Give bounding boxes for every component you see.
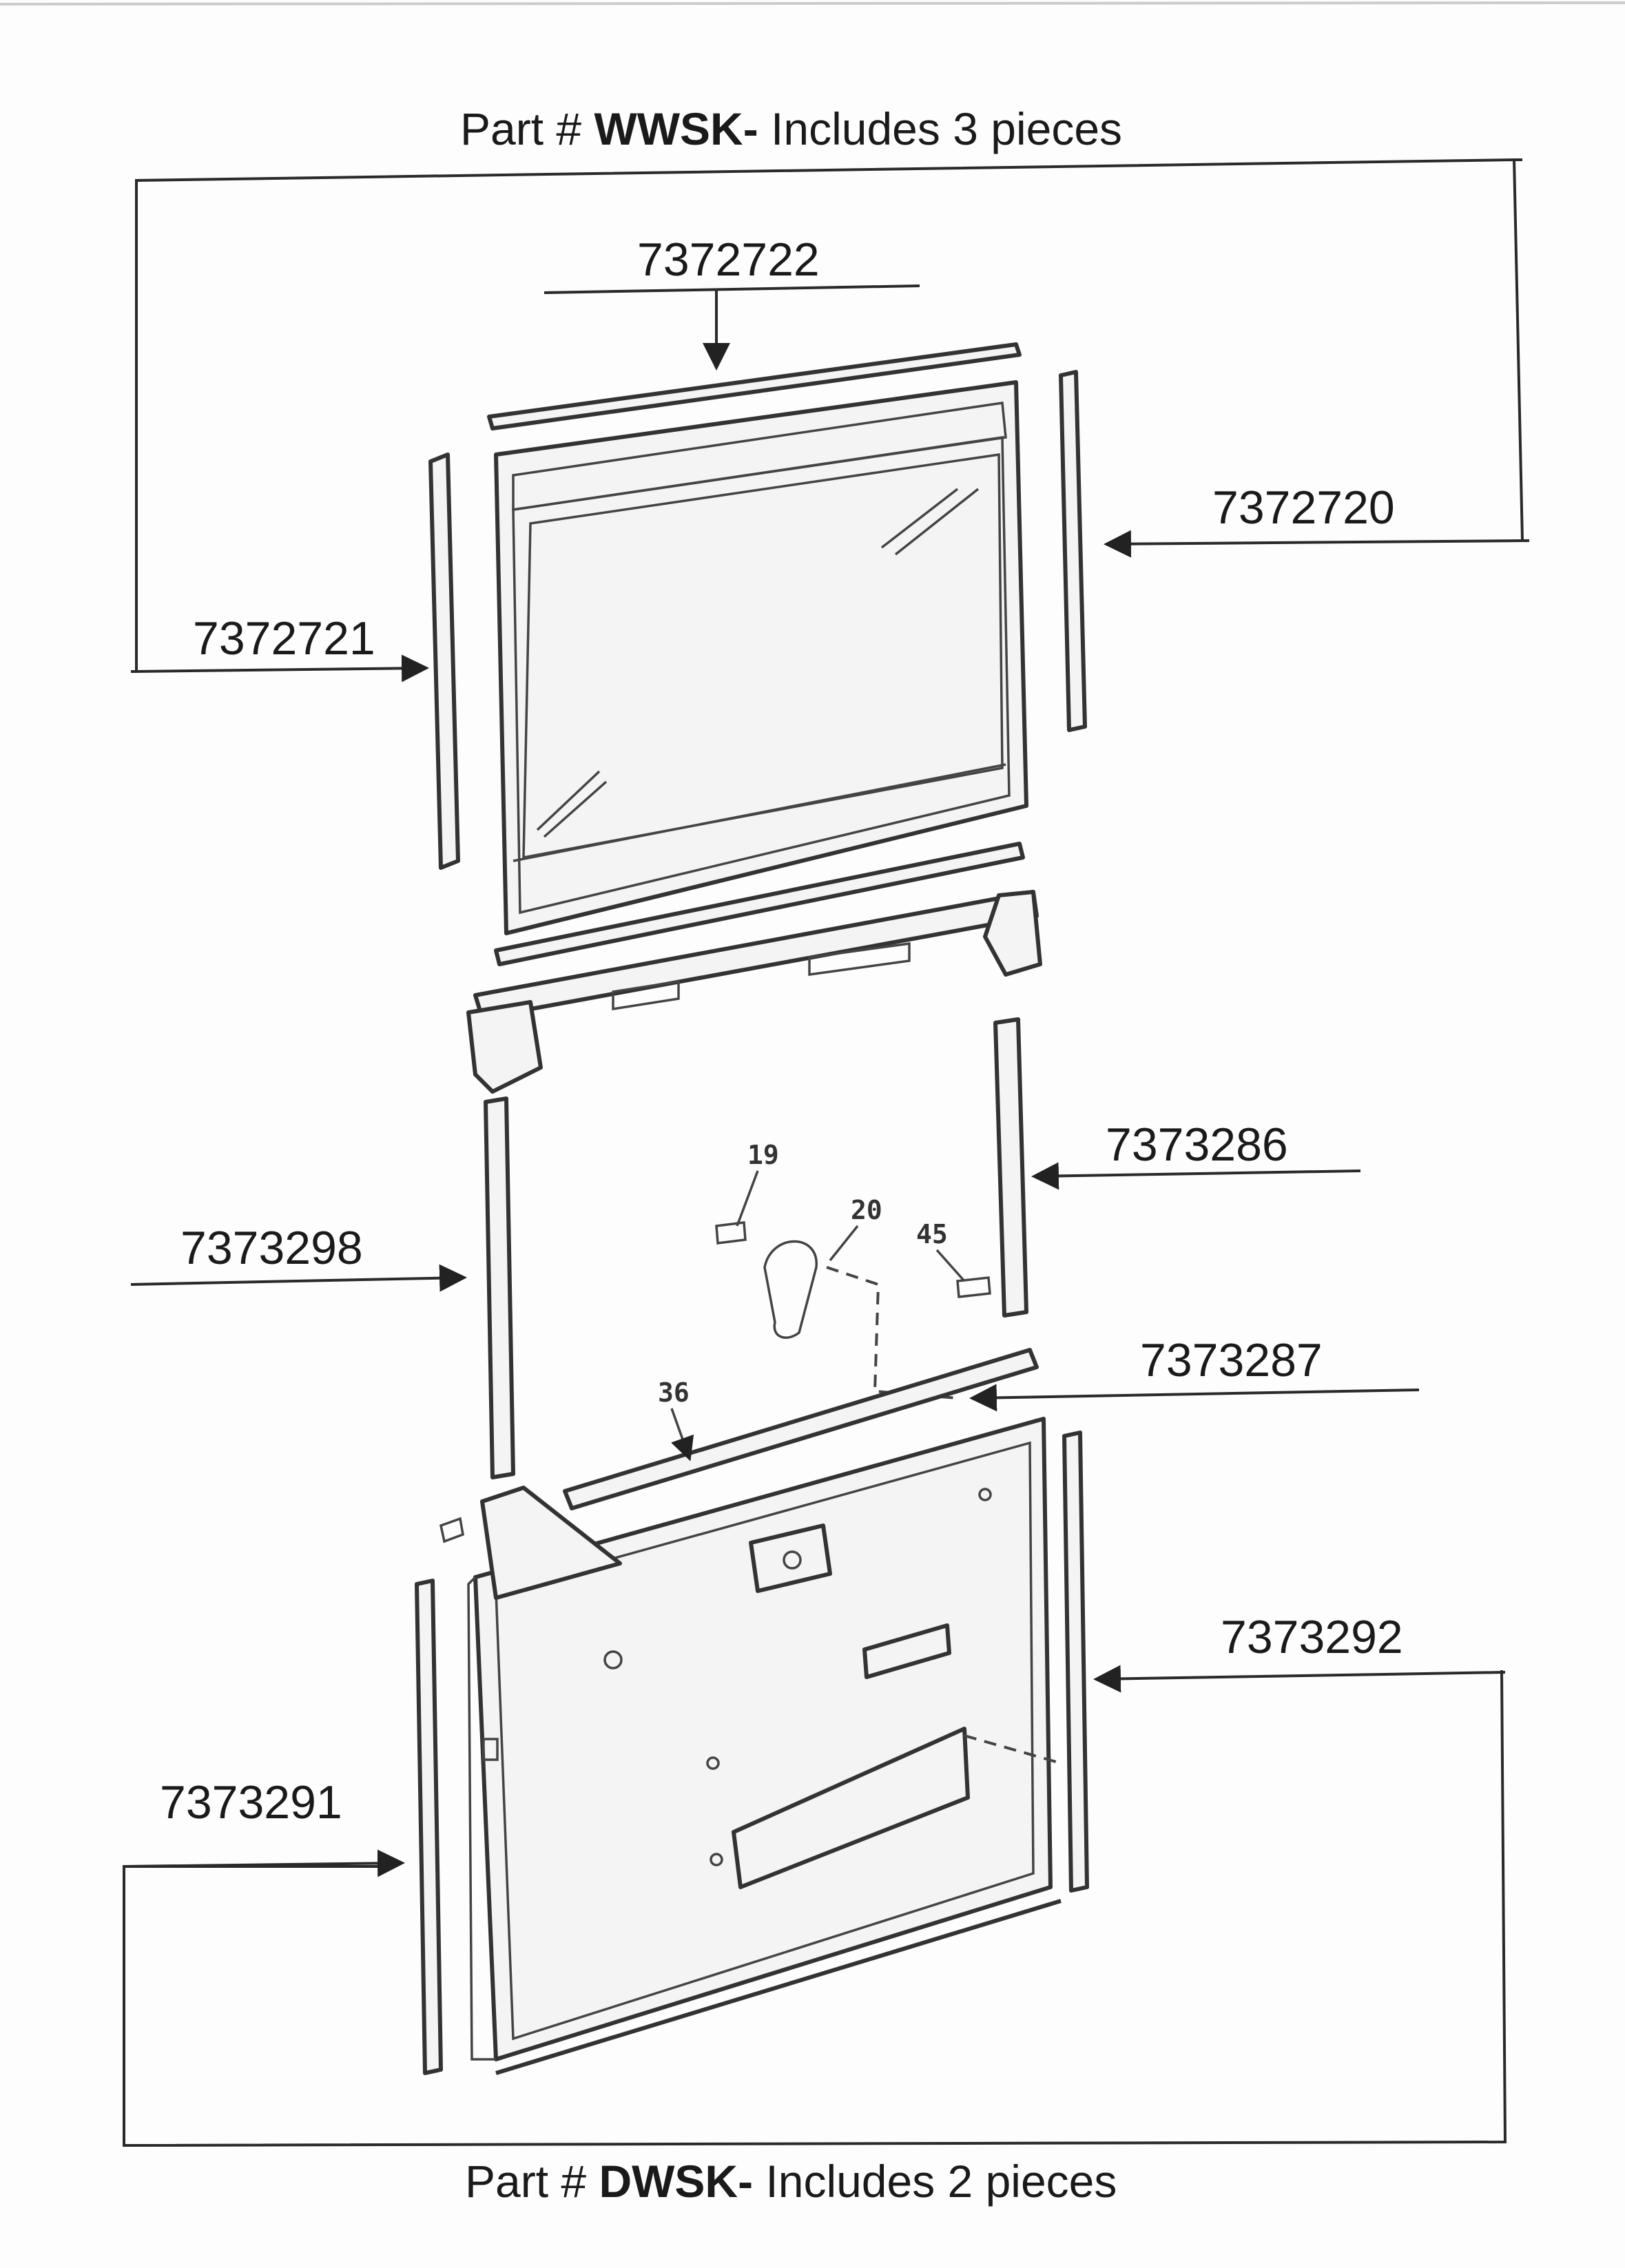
door-outer-assembly: 36 bbox=[415, 1348, 1089, 2075]
callout-20: 20 bbox=[851, 1195, 882, 1225]
label-7373286: 7373286 bbox=[1106, 1119, 1288, 1171]
label-7372722: 7372722 bbox=[637, 233, 820, 286]
wwsk-header: Part # WWSK- Includes 3 pieces bbox=[460, 103, 1122, 154]
label-7372720: 7372720 bbox=[1212, 481, 1395, 534]
door-inner-assembly: 19 20 45 bbox=[466, 890, 1042, 1479]
callout-19: 19 bbox=[747, 1140, 779, 1170]
dwsk-header: Part # DWSK- Includes 2 pieces bbox=[465, 2156, 1117, 2207]
label-7373292: 7373292 bbox=[1221, 1611, 1403, 1663]
label-7373298: 7373298 bbox=[180, 1222, 363, 1274]
label-7372721: 7372721 bbox=[193, 612, 375, 665]
callout-36: 36 bbox=[658, 1377, 690, 1408]
label-7373291: 7373291 bbox=[160, 1776, 342, 1829]
callout-45: 45 bbox=[916, 1219, 948, 1249]
label-7373287: 7373287 bbox=[1140, 1334, 1323, 1386]
window-assembly bbox=[428, 342, 1087, 966]
